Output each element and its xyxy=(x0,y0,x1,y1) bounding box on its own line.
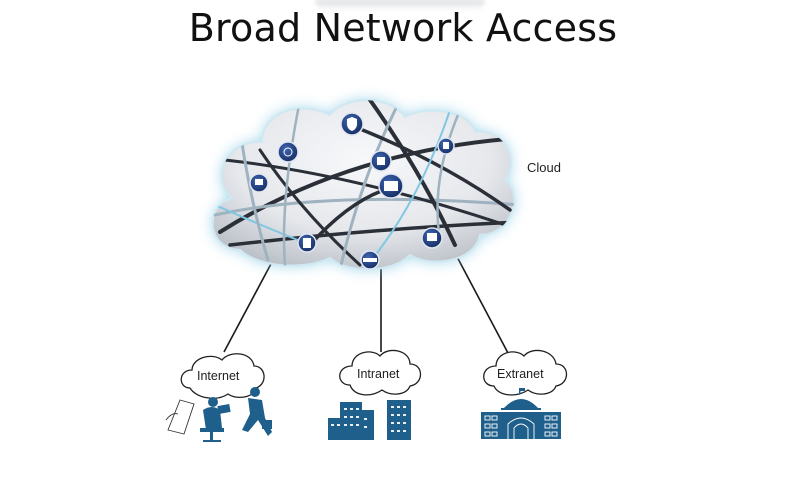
line-to-extranet xyxy=(454,252,509,354)
extranet-group xyxy=(481,349,568,439)
monitor-icon xyxy=(249,173,269,193)
top-shadow xyxy=(315,0,485,10)
intranet-label: Intranet xyxy=(357,367,400,381)
hand-device-icon xyxy=(165,399,195,435)
network-switch-icon xyxy=(360,250,380,270)
document-stack-icon xyxy=(437,137,455,155)
shield-icon xyxy=(340,112,364,136)
users-remote-work-icon xyxy=(200,387,272,442)
printer-icon xyxy=(370,150,392,172)
internet-cloud xyxy=(180,353,265,399)
intranet-group xyxy=(328,349,422,440)
folder-icon xyxy=(378,173,404,199)
building-windows xyxy=(331,406,406,432)
globe-gear-icon xyxy=(277,141,299,163)
presentation-icon xyxy=(421,227,443,249)
cloud xyxy=(211,99,516,271)
intranet-cloud xyxy=(339,349,422,396)
government-building-icon xyxy=(481,388,561,439)
server-icon xyxy=(297,233,317,253)
cloud-label: Cloud xyxy=(527,160,561,175)
internet-group xyxy=(165,353,272,442)
building-details xyxy=(484,415,558,439)
extranet-label: Extranet xyxy=(497,367,544,381)
internet-label: Internet xyxy=(197,369,240,383)
cloud-nodes xyxy=(249,112,455,270)
extranet-cloud xyxy=(483,349,568,396)
connector-lines xyxy=(223,252,509,354)
slide-title: Broad Network Access xyxy=(188,6,618,50)
line-to-internet xyxy=(223,261,273,353)
